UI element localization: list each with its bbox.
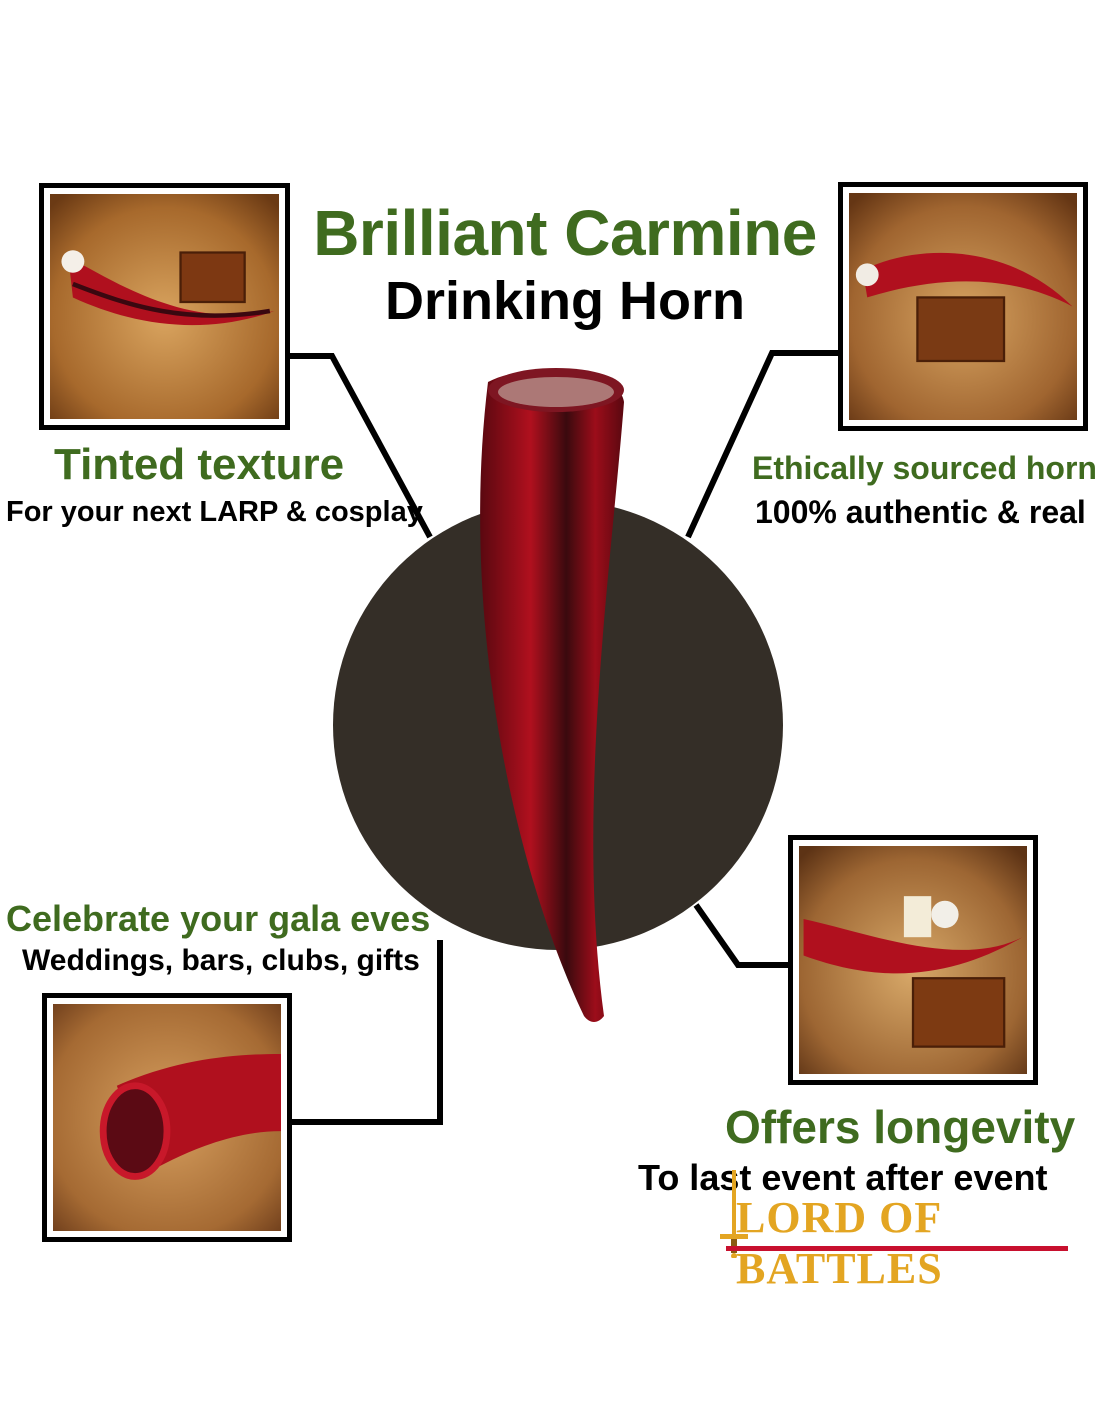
photo-horn-with-candle [788,835,1038,1085]
photo-horn-on-box-right [838,182,1088,431]
photo-horn-opening-closeup [42,993,292,1242]
feature-heading-tinted-texture: Tinted texture [54,440,345,489]
drinking-horn-image [480,368,624,1022]
feature-text-ethically-sourced: 100% authentic & real [755,494,1086,530]
feature-heading-celebrate: Celebrate your gala eves [6,898,431,939]
product-title: Brilliant Carmine [313,197,817,269]
feature-text-tinted-texture: For your next LARP & cosplay [6,496,423,528]
feature-text-celebrate: Weddings, bars, clubs, gifts [22,944,420,977]
logo-underline [726,1246,1068,1251]
photo-horn-with-box-left [39,183,290,430]
logo-wordmark: LORD OF BATTLES [736,1193,943,1293]
feature-text-longevity: To last event after event [638,1157,1048,1198]
product-subtitle: Drinking Horn [385,271,745,331]
lord-of-battles-logo: LORD OF BATTLES [696,1170,1076,1293]
feature-heading-ethically-sourced: Ethically sourced horn [752,450,1097,486]
feature-heading-longevity: Offers longevity [725,1101,1076,1153]
